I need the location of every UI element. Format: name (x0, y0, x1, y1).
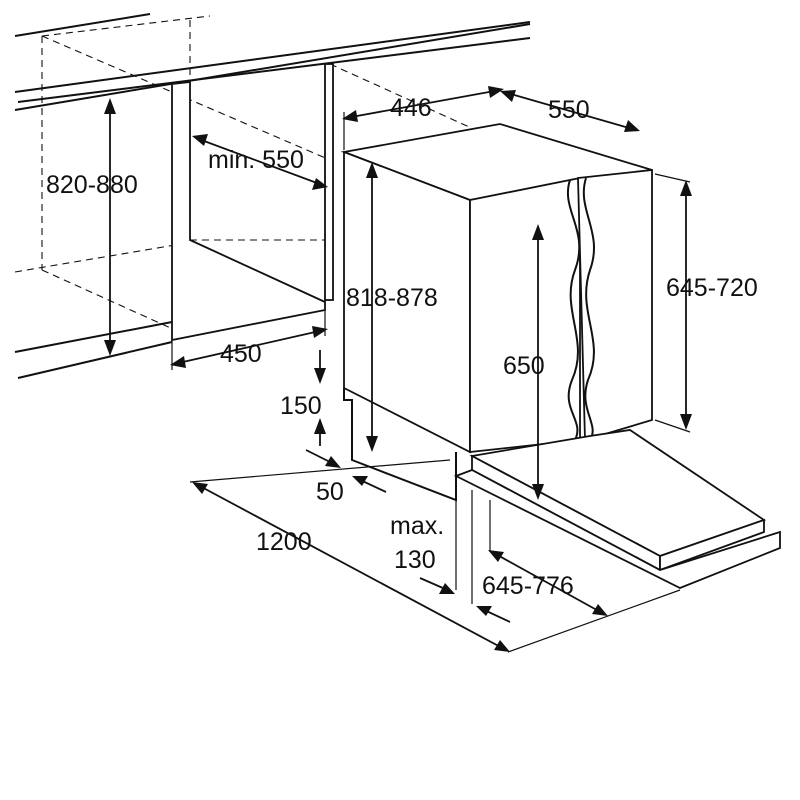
label-plinth-setback: 50 (316, 478, 344, 506)
label-door-projection: 645-776 (482, 572, 574, 600)
label-max-value: 130 (394, 546, 436, 574)
dimension-labels: 820-880 min. 550 450 446 550 818-878 645… (46, 94, 758, 600)
label-plinth-height: 150 (280, 392, 322, 420)
dishwasher-body (340, 123, 653, 502)
label-appliance-height: 818-878 (346, 284, 438, 312)
label-min-depth: min. 550 (208, 146, 304, 174)
label-door-swing-clearance: 1200 (256, 528, 312, 556)
label-door-height: 645-720 (666, 274, 758, 302)
dimension-lines (104, 86, 692, 653)
label-inner-height: 650 (503, 352, 545, 380)
label-appliance-depth: 550 (548, 96, 590, 124)
open-door-panel (453, 429, 781, 589)
niche-cabinet (171, 63, 334, 342)
label-niche-width: 450 (220, 340, 262, 368)
label-max: max. (390, 512, 444, 540)
label-niche-height: 820-880 (46, 171, 138, 199)
floor-lines (14, 321, 173, 379)
worktop (14, 13, 531, 111)
label-appliance-width: 446 (390, 94, 432, 122)
